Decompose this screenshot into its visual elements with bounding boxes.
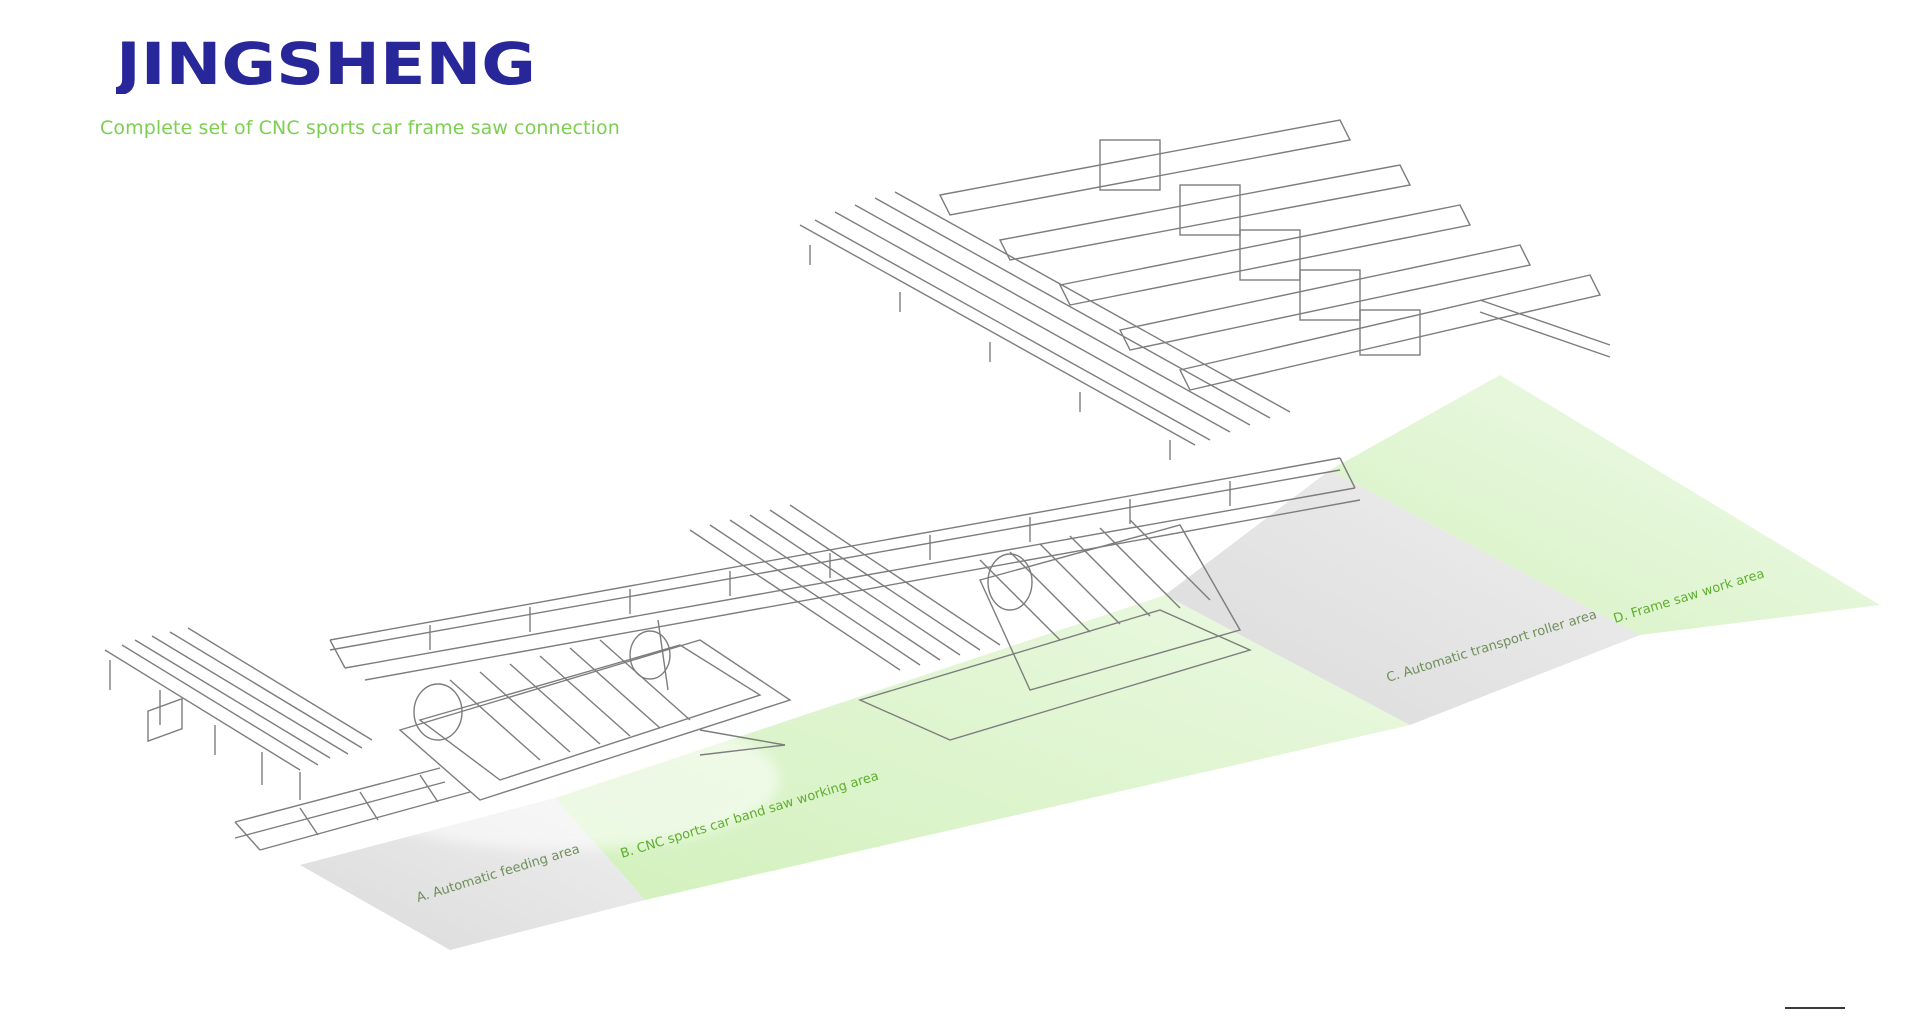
band-saw-unit-1 bbox=[398, 619, 792, 801]
brand-wordmark: JINGSHENG bbox=[116, 32, 536, 94]
frame-saw-banks bbox=[938, 119, 1611, 391]
main-conveyor bbox=[329, 457, 1361, 681]
zone-b-floor bbox=[555, 595, 1410, 900]
transfer-conveyor bbox=[799, 191, 1291, 460]
zone-d-floor bbox=[1330, 375, 1880, 635]
feed-track bbox=[234, 767, 471, 851]
band-saw-unit-2 bbox=[857, 519, 1253, 741]
brand-logo: JINGSHENG bbox=[116, 32, 546, 94]
corner-rule bbox=[1785, 1007, 1845, 1009]
zone-c-floor bbox=[1165, 470, 1640, 725]
floor-zones bbox=[300, 375, 1880, 950]
cross-rollers bbox=[689, 504, 1001, 671]
feeding-racks bbox=[104, 627, 373, 800]
machinery bbox=[104, 119, 1611, 851]
page-subtitle: Complete set of CNC sports car frame saw… bbox=[100, 117, 620, 139]
